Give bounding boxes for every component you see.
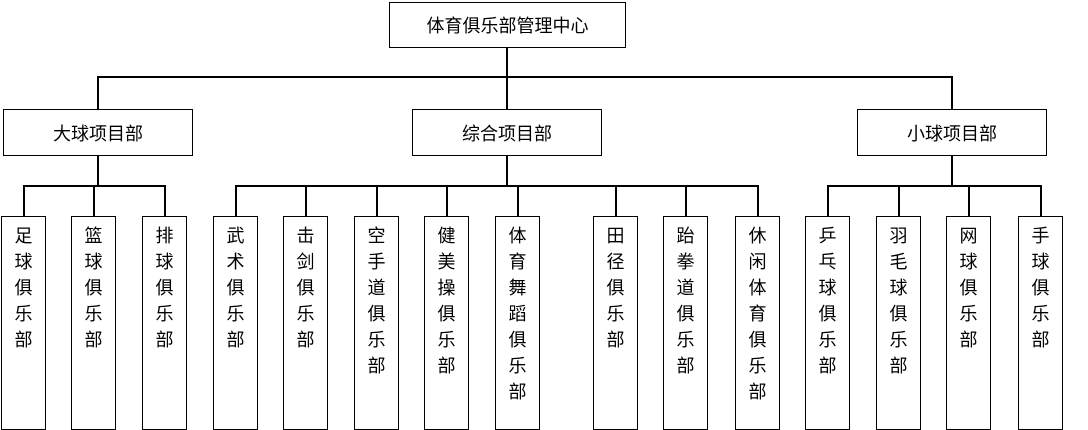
club-label: 田径俱乐部 <box>606 226 625 351</box>
department-label: 大球项目部 <box>53 123 143 145</box>
club-node: 足球俱乐部 <box>1 216 46 430</box>
club-node: 网球俱乐部 <box>946 216 991 430</box>
connector <box>951 76 953 109</box>
connector <box>164 185 166 217</box>
connector <box>685 185 687 217</box>
connector <box>827 185 1041 187</box>
club-label: 篮球俱乐部 <box>84 226 103 351</box>
club-node: 篮球俱乐部 <box>71 216 116 430</box>
club-label: 空手道俱乐部 <box>367 226 386 377</box>
club-node: 休闲体育俱乐部 <box>735 216 780 430</box>
connector <box>235 185 758 187</box>
connector <box>827 185 829 217</box>
club-label: 乒乓球俱乐部 <box>818 226 837 377</box>
connector <box>757 185 759 217</box>
connector <box>97 156 99 186</box>
club-label: 网球俱乐部 <box>959 226 978 351</box>
club-node: 田径俱乐部 <box>593 216 638 430</box>
club-node: 武术俱乐部 <box>213 216 258 430</box>
club-label: 健美操俱乐部 <box>437 226 456 377</box>
department-node: 大球项目部 <box>3 109 193 156</box>
connector <box>615 185 617 217</box>
club-node: 击剑俱乐部 <box>283 216 328 430</box>
club-node: 跆拳道俱乐部 <box>663 216 708 430</box>
connector <box>506 48 508 78</box>
club-node: 羽毛球俱乐部 <box>876 216 921 430</box>
connector <box>97 76 953 78</box>
club-label: 足球俱乐部 <box>14 226 33 351</box>
club-label: 击剑俱乐部 <box>296 226 315 351</box>
department-node: 综合项目部 <box>412 109 602 156</box>
connector <box>1040 185 1042 217</box>
connector <box>446 185 448 217</box>
club-node: 健美操俱乐部 <box>424 216 469 430</box>
club-label: 手球俱乐部 <box>1031 226 1050 351</box>
connector <box>898 185 900 217</box>
connector <box>93 185 95 217</box>
root-label: 体育俱乐部管理中心 <box>426 16 589 37</box>
connector <box>951 156 953 186</box>
department-label: 小球项目部 <box>907 123 997 145</box>
connector <box>376 185 378 217</box>
connector <box>506 156 508 186</box>
club-node: 体育舞蹈俱乐部 <box>495 216 540 430</box>
club-node: 乒乓球俱乐部 <box>805 216 850 430</box>
department-label: 综合项目部 <box>462 123 552 145</box>
club-label: 体育舞蹈俱乐部 <box>508 226 527 403</box>
club-node: 排球俱乐部 <box>142 216 187 430</box>
club-label: 跆拳道俱乐部 <box>676 226 695 377</box>
connector <box>968 185 970 217</box>
club-label: 排球俱乐部 <box>155 226 174 351</box>
connector <box>506 76 508 109</box>
root-node: 体育俱乐部管理中心 <box>389 2 626 48</box>
connector <box>305 185 307 217</box>
club-node: 空手道俱乐部 <box>354 216 399 430</box>
connector <box>23 185 25 217</box>
club-label: 武术俱乐部 <box>226 226 245 351</box>
club-label: 羽毛球俱乐部 <box>889 226 908 377</box>
connector <box>97 76 99 109</box>
connector <box>235 185 237 217</box>
club-label: 休闲体育俱乐部 <box>748 226 767 403</box>
connector <box>517 185 519 217</box>
club-node: 手球俱乐部 <box>1018 216 1063 430</box>
department-node: 小球项目部 <box>857 109 1047 156</box>
